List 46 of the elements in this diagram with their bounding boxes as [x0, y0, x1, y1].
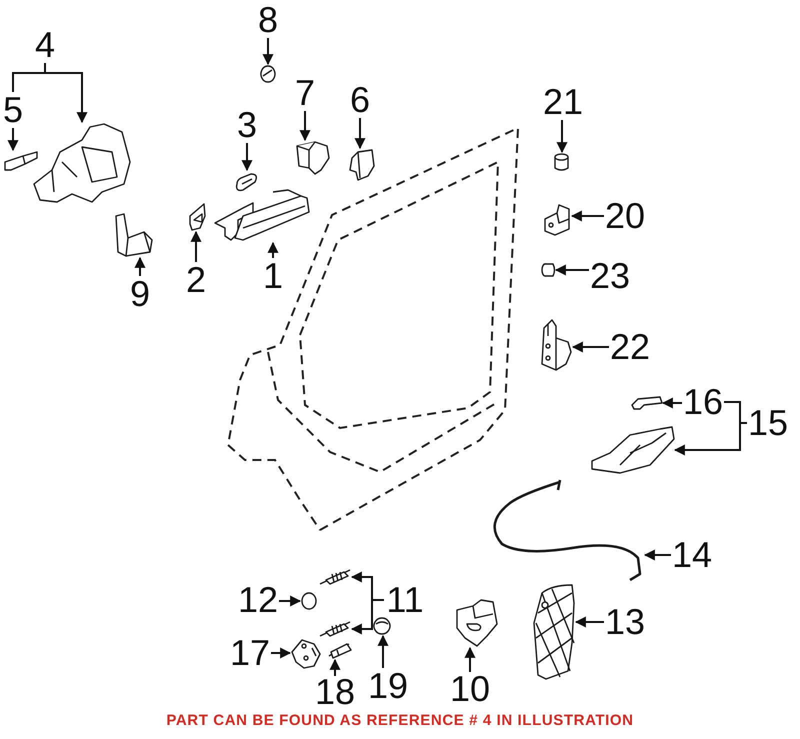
leader-line [271, 648, 292, 658]
leader-line [354, 118, 366, 150]
leader-line [554, 264, 589, 276]
callout-number: 1 [262, 258, 284, 294]
callout-number: 17 [229, 635, 271, 671]
leader-line [300, 111, 310, 142]
leader-line [674, 422, 747, 456]
leader-line [574, 616, 604, 628]
callout-number: 19 [367, 668, 409, 704]
callout-number: 21 [542, 84, 584, 120]
leader-line [378, 634, 388, 668]
leader-line [279, 596, 302, 606]
callout-number: 13 [604, 604, 646, 640]
leader-line [190, 230, 202, 262]
leader-line [572, 342, 609, 352]
callout-number: 15 [747, 405, 789, 441]
leader-line [570, 210, 604, 222]
leader-line [8, 128, 18, 152]
callout-number: 8 [257, 2, 279, 38]
callout-number: 14 [671, 537, 713, 573]
leader-line [464, 646, 476, 672]
callout-number: 11 [384, 582, 426, 618]
callout-number: 22 [609, 329, 651, 365]
leader-line [242, 143, 252, 172]
callout-number: 6 [349, 82, 371, 118]
callout-number: 7 [294, 75, 316, 111]
callout-number: 9 [129, 276, 151, 312]
callout-number: 4 [34, 27, 56, 63]
callout-number: 20 [604, 198, 646, 234]
callout-number: 3 [236, 107, 258, 143]
leader-line [350, 599, 384, 634]
callout-number: 16 [682, 384, 724, 420]
leader-line [644, 550, 671, 560]
leader-line [556, 120, 568, 154]
callout-number: 18 [314, 676, 356, 708]
leader-line [262, 38, 274, 66]
leader-line [662, 398, 682, 408]
leader-line [268, 242, 278, 258]
callout-number: 2 [185, 262, 207, 298]
leader-line [134, 256, 146, 276]
callout-number: 23 [589, 258, 631, 294]
callout-number: 10 [449, 672, 491, 706]
leader-line [330, 658, 340, 676]
callout-number: 12 [237, 582, 279, 618]
callout-number: 5 [2, 92, 24, 128]
note-text: PART CAN BE FOUND AS REFERENCE # 4 IN ILLUSTRATION [165, 712, 635, 729]
